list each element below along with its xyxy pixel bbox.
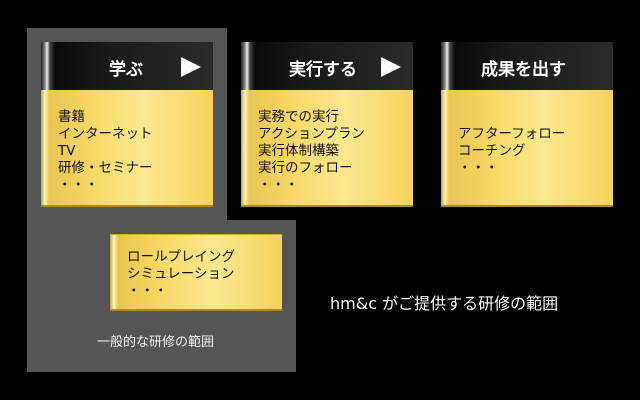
list-item: 書籍 (58, 109, 85, 125)
card-results: 成果を出す アフターフォロー コーチング ・・・ (441, 42, 613, 207)
list-item: 実行体制構築 (258, 143, 339, 159)
list-item: 実行のフォロー (258, 160, 353, 176)
arrow-right-icon (381, 57, 401, 77)
list-item: 研修・セミナー (58, 160, 153, 176)
arrow-right-icon (181, 57, 201, 77)
list-item: ・・・ (258, 177, 299, 193)
card-title: 実行する (289, 60, 357, 80)
card-body: ロールプレイング シミュレーション ・・・ (110, 234, 282, 311)
list-item: コーチング (458, 143, 526, 159)
card-learn: 学ぶ 書籍 インターネット TV 研修・セミナー ・・・ (41, 42, 213, 207)
list-item: ・・・ (458, 160, 499, 176)
card-body: アフターフォロー コーチング ・・・ (441, 90, 613, 207)
card-body: 実務での実行 アクションプラン 実行体制構築 実行のフォロー ・・・ (241, 90, 413, 207)
card-body: 書籍 インターネット TV 研修・セミナー ・・・ (41, 90, 213, 207)
general-range-label: 一般的な研修の範囲 (97, 335, 215, 350)
card-title: 学ぶ (109, 60, 143, 80)
card-title: 成果を出す (481, 60, 566, 80)
list-item: インターネット (58, 126, 153, 142)
card-header: 実行する (241, 42, 413, 90)
list-item: ・・・ (127, 283, 168, 299)
list-item: TV (58, 143, 76, 159)
list-item: アフターフォロー (458, 126, 566, 142)
list-item: ・・・ (58, 177, 99, 193)
list-item: ロールプレイング (127, 249, 235, 265)
card-header: 成果を出す (441, 42, 613, 90)
card-roleplay: ロールプレイング シミュレーション ・・・ (110, 234, 282, 311)
hmc-range-label: hm&c がご提供する研修の範囲 (330, 294, 559, 313)
list-item: 実務での実行 (258, 109, 339, 125)
list-item: アクションプラン (258, 126, 365, 142)
list-item: シミュレーション (127, 266, 235, 282)
card-header: 学ぶ (41, 42, 213, 90)
card-execute: 実行する 実務での実行 アクションプラン 実行体制構築 実行のフォロー ・・・ (241, 42, 413, 207)
